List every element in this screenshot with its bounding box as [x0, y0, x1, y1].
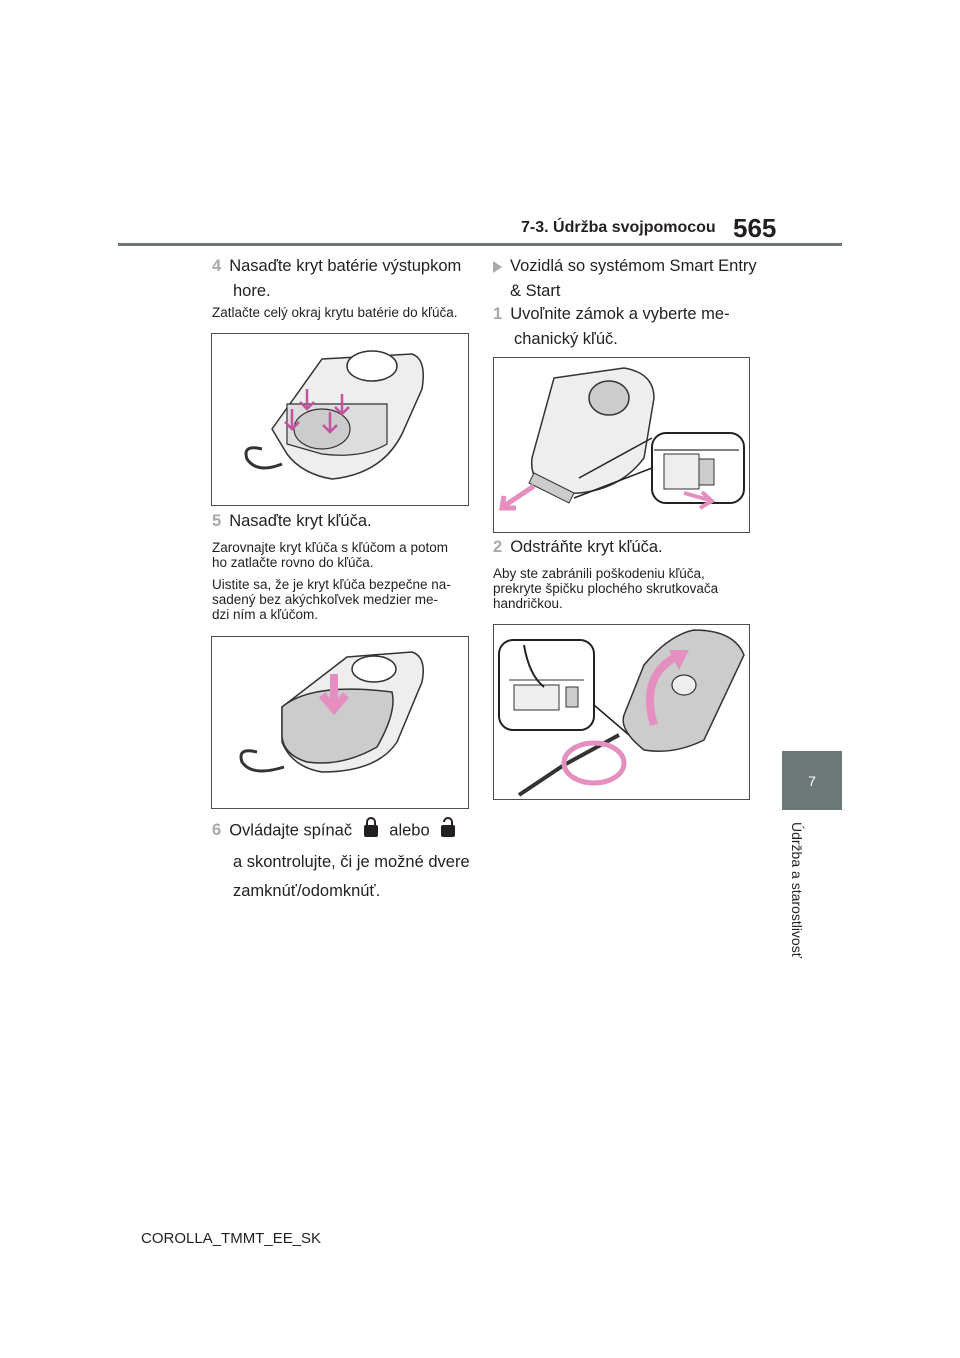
arrow-icon [645, 651, 681, 727]
figure-remove-cover [493, 624, 750, 800]
note-line: handričkou. [493, 596, 563, 611]
step-4-line2: hore. [233, 282, 271, 300]
note-5b: Uistite sa, že je kryt kľúča bezpečne na… [212, 577, 482, 622]
note-line: Uistite sa, že je kryt kľúča bezpečne na… [212, 577, 451, 592]
step-number: 5 [212, 512, 222, 530]
heading-line1: Vozidlá so systémom Smart Entry [510, 257, 757, 275]
chapter-tab[interactable]: 7 [782, 751, 842, 810]
battery-cover-illustration [244, 350, 424, 480]
release-lock-illustration [499, 367, 745, 511]
step-4-line1: Nasaďte kryt batérie výstupkom [229, 257, 462, 275]
step-6: 6 Ovládajte spínač alebo a skontrolujte, … [212, 816, 492, 904]
arrow-icon [322, 412, 338, 434]
section-title: 7-3. Údržba svojpomocou [521, 219, 716, 236]
remove-cover-illustration [498, 629, 745, 797]
note-line: Zarovnajte kryt kľúča s kľúčom a potom [212, 540, 448, 555]
step-4: 4 Nasaďte kryt batérie výstupkom hore. [212, 254, 482, 304]
header-divider [118, 243, 842, 246]
document-code: COROLLA_TMMT_EE_SK [141, 1230, 322, 1247]
unlock-icon [440, 816, 456, 846]
heading-line2: & Start [510, 282, 561, 300]
key-cover-illustration [239, 651, 424, 773]
note-line: Aby ste zabránili poškodeniu kľúča, [493, 566, 705, 581]
arrow-icon [318, 674, 350, 716]
arrow-icon [334, 394, 350, 416]
triangle-bullet-icon [493, 260, 502, 273]
step-5-text: Nasaďte kryt kľúča. [229, 512, 372, 530]
note-line: dzi ním a kľúčom. [212, 607, 318, 622]
arrow-icon [683, 490, 716, 510]
step-number: 2 [493, 538, 503, 556]
figure-battery-cover [211, 333, 469, 506]
note-line: ho zatlačte rovno do kľúča. [212, 555, 374, 570]
lock-icon [363, 816, 379, 846]
step-number: 6 [212, 821, 222, 840]
figure-release-lock [493, 357, 750, 533]
page-number: 565 [733, 213, 777, 243]
step-2: 2 Odstráňte kryt kľúča. [493, 535, 763, 560]
step-1-line1: Uvoľnite zámok a vyberte me- [510, 305, 730, 323]
step-1: 1 Uvoľnite zámok a vyberte me- chanický k… [493, 302, 763, 352]
step-1-line2: chanický kľúč. [514, 330, 618, 348]
note-line: prekryte špičku plochého skrutkovača [493, 581, 719, 596]
chapter-side-label-text: Údržba a starostlivosť [789, 822, 805, 958]
arrow-icon [299, 389, 315, 411]
step-6-line2: a skontrolujte, či je možné dvere [233, 853, 470, 871]
rotate-arrow-icon [561, 740, 627, 786]
note-5a: Zarovnajte kryt kľúča s kľúčom a potom h… [212, 540, 482, 570]
step-6-part1: Ovládajte spínač [229, 821, 353, 840]
step-number: 1 [493, 305, 503, 323]
note-line: sadený bez akýchkoľvek medzier me- [212, 592, 439, 607]
step-number: 4 [212, 257, 222, 275]
step-5: 5 Nasaďte kryt kľúča. [212, 509, 482, 534]
chapter-side-label: Údržba a starostlivosť [783, 822, 813, 992]
figure-key-cover [211, 636, 469, 809]
right-heading: Vozidlá so systémom Smart Entry & Start [493, 254, 763, 304]
step-6-line3: zamknúť/odomknúť. [233, 882, 381, 900]
note-2: Aby ste zabránili poškodeniu kľúča, prek… [493, 566, 763, 611]
arrow-icon [499, 483, 536, 511]
arrow-icon [284, 409, 300, 431]
step-6-part2: alebo [389, 821, 430, 840]
step-2-text: Odstráňte kryt kľúča. [510, 538, 663, 556]
note-4: Zatlačte celý okraj krytu batérie do kľú… [212, 305, 458, 320]
